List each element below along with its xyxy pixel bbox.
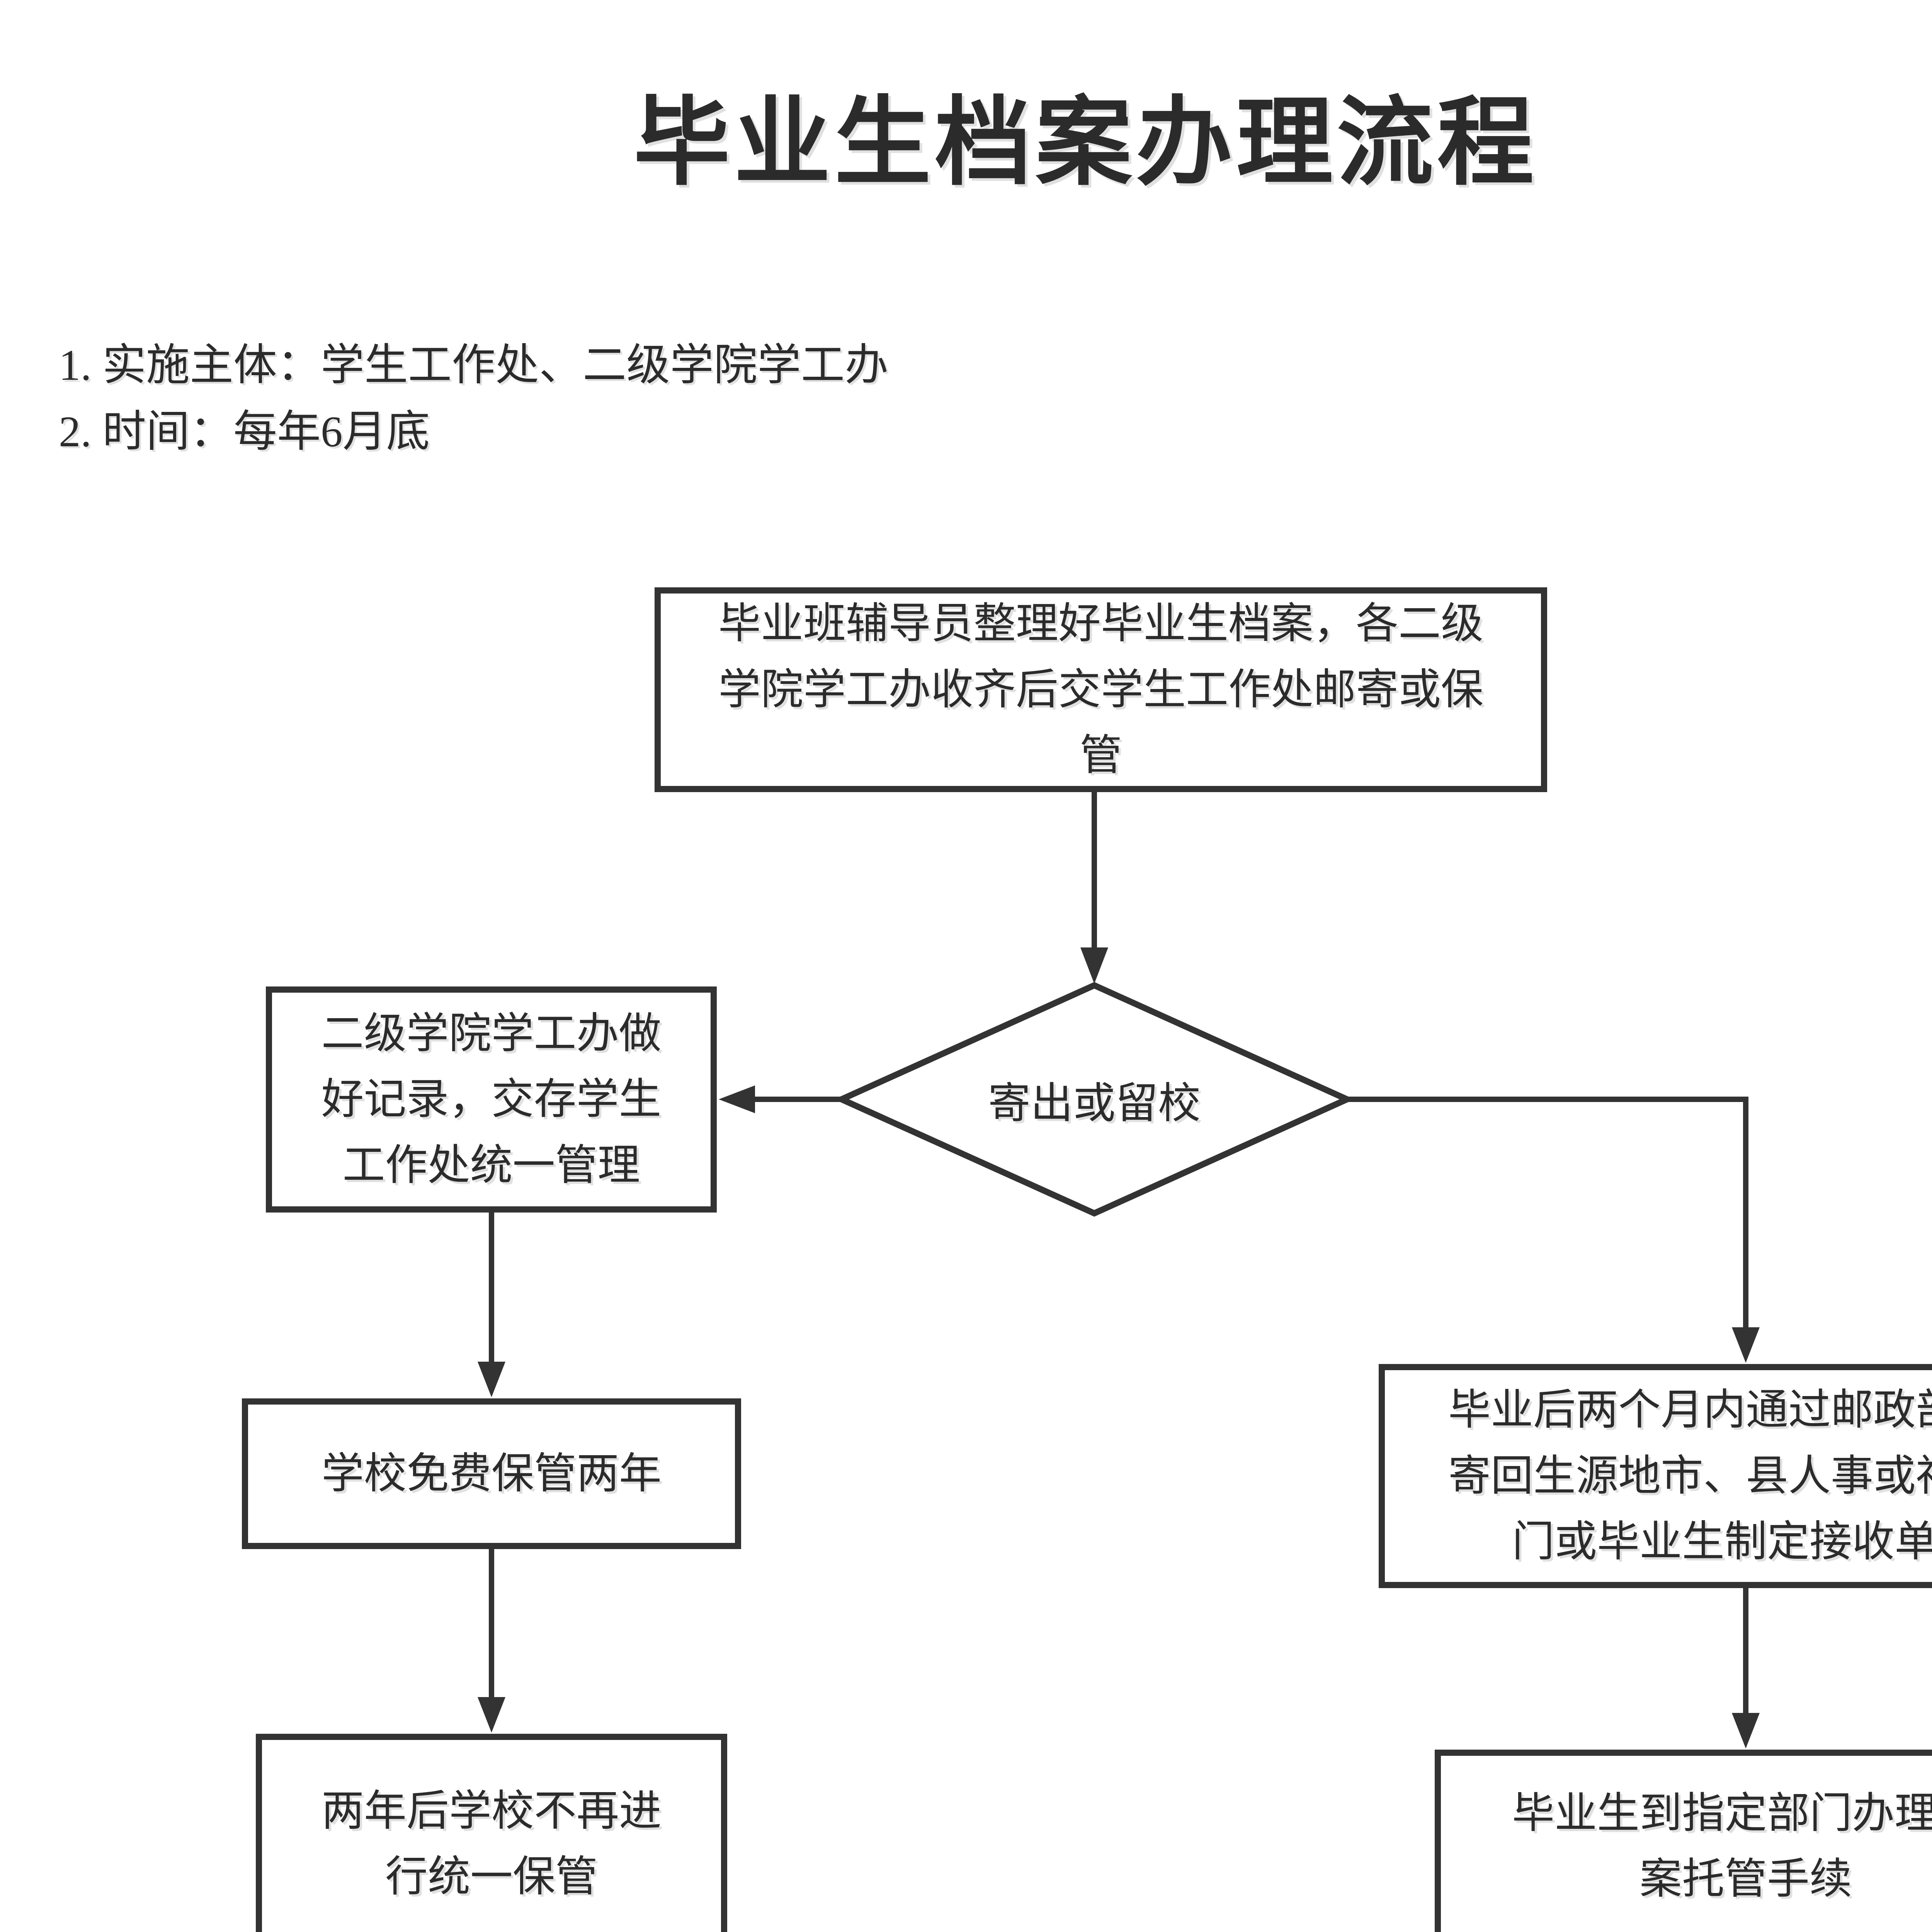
note-line-2: 2. 时间：每年6月底 (59, 407, 430, 456)
edge-keep-stopkeep-arrowhead (478, 1697, 505, 1733)
edge-mail-custody-arrowhead (1732, 1713, 1760, 1748)
note-line-1: 1. 实施主体：学生工作处、二级学院学工办 (59, 341, 888, 389)
page-title: 毕业生档案办理流程 (633, 90, 1538, 197)
node-stop-keep: 两年后学校不再进行统一保管 (256, 1734, 727, 1932)
edge-start-decision-arrowhead (1080, 947, 1108, 984)
node-mail-back: 毕业后两个月内通过邮政部门邮寄回生源地市、县人事或社保部门或毕业生制定接收单位 (1379, 1364, 1932, 1588)
node-custody: 毕业生到指定部门办理档案托管手续 (1435, 1750, 1932, 1932)
node-keep: 学校免费保管两年 (242, 1398, 741, 1549)
edge-decision-mail-arrowhead (1732, 1327, 1760, 1363)
decision-diamond-shape (834, 982, 1355, 1217)
node-decision-label: 寄出或留校 (988, 1080, 1201, 1127)
edge-decision-mail-line (1347, 1097, 1748, 1330)
edge-record-keep-arrowhead (478, 1362, 505, 1397)
edge-decision-record-arrowhead (719, 1085, 755, 1113)
notes-block: 1. 实施主体：学生工作处、二级学院学工办 2. 时间：每年6月底 (59, 332, 888, 465)
node-start: 毕业班辅导员整理好毕业生档案，各二级学院学工办收齐后交学生工作处邮寄或保管 (655, 587, 1547, 792)
node-record: 二级学院学工办做好记录，交存学生工作处统一管理 (266, 986, 717, 1213)
